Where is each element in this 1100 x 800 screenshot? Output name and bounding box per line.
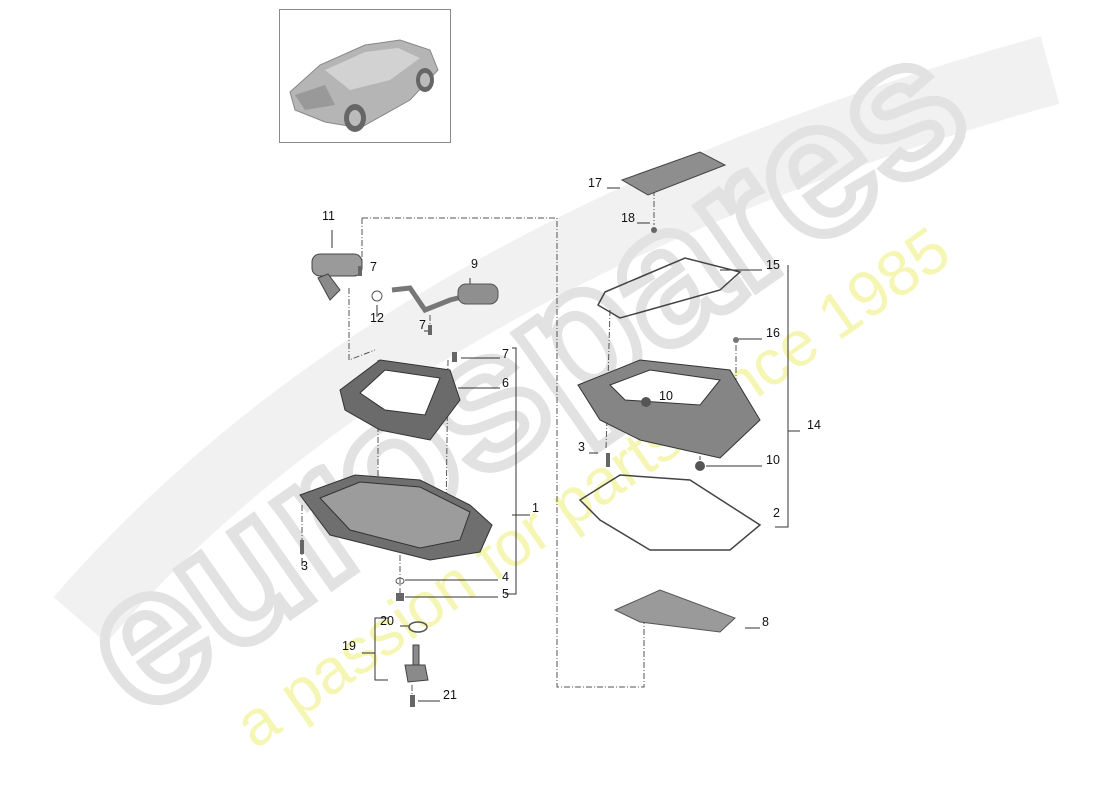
part-bolt-7a <box>358 266 362 276</box>
part-gasket-15 <box>596 257 742 319</box>
callout-label-6[interactable]: 6 <box>502 376 509 390</box>
callout-label-17[interactable]: 17 <box>588 176 602 190</box>
callout-label-1[interactable]: 1 <box>532 501 539 515</box>
part-oil-pan-lower <box>299 474 493 561</box>
callout-label-16[interactable]: 16 <box>766 326 780 340</box>
part-bolt-16 <box>733 337 739 343</box>
callout-label-5[interactable]: 5 <box>502 587 509 601</box>
part-seal-10b <box>695 461 705 471</box>
callout-label-4[interactable]: 4 <box>502 570 509 584</box>
callout-label-9[interactable]: 9 <box>471 257 478 271</box>
part-oil-line <box>391 283 499 314</box>
part-bolt-3b <box>606 453 610 467</box>
part-oil-pan-upper <box>577 359 761 459</box>
callout-label-18[interactable]: 18 <box>621 211 635 225</box>
callout-label-11[interactable]: 11 <box>322 209 335 223</box>
callout-label-10[interactable]: 10 <box>659 389 673 403</box>
part-gasket-2 <box>578 474 762 551</box>
part-bolt-7c <box>452 352 457 362</box>
callout-label-2[interactable]: 2 <box>773 506 780 520</box>
part-baffle-17 <box>620 151 727 196</box>
callout-label-10[interactable]: 10 <box>766 453 780 467</box>
callout-label-19[interactable]: 19 <box>342 639 356 653</box>
part-bolt-7b <box>428 325 432 335</box>
part-o-ring-12 <box>371 290 383 302</box>
part-plug-5 <box>396 593 404 601</box>
part-seal-4 <box>395 577 405 585</box>
callout-label-7[interactable]: 7 <box>502 347 509 361</box>
callout-label-20[interactable]: 20 <box>380 614 394 628</box>
part-shield-8 <box>613 589 736 633</box>
callout-label-8[interactable]: 8 <box>762 615 769 629</box>
part-bolt-3a <box>300 540 304 554</box>
callout-label-21[interactable]: 21 <box>443 688 457 702</box>
callout-label-7[interactable]: 7 <box>370 260 377 274</box>
callout-label-14[interactable]: 14 <box>807 418 821 432</box>
car-icon <box>289 39 439 132</box>
part-bolt-21 <box>410 695 415 707</box>
part-bolt-18 <box>651 227 657 233</box>
callout-label-12[interactable]: 12 <box>370 311 384 325</box>
callout-label-3[interactable]: 3 <box>301 559 308 573</box>
vehicle-thumbnail <box>279 9 451 143</box>
callout-label-15[interactable]: 15 <box>766 258 780 272</box>
part-oil-cooler <box>311 253 363 301</box>
callout-label-7[interactable]: 7 <box>419 318 426 332</box>
part-seal-10a <box>641 397 651 407</box>
part-o-ring-20 <box>408 621 428 633</box>
callout-label-3[interactable]: 3 <box>578 440 585 454</box>
part-oil-pan-frame <box>339 359 461 441</box>
part-oil-level-sensor <box>404 644 429 683</box>
